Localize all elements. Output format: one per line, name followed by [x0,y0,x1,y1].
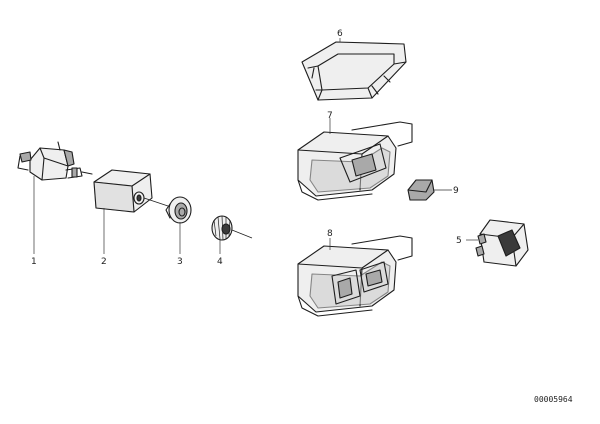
callout-3: 3 [177,257,183,267]
callout-5: 5 [456,236,462,246]
leader-lines [33,176,221,254]
callout-7: 7 [327,111,333,121]
callout-4: 4 [217,257,223,267]
part-7-panel [297,118,413,201]
part-1-switch [17,141,93,181]
part-4-nut [211,215,253,241]
part-5-switch [466,219,529,267]
callout-6: 6 [337,29,343,39]
part-8-panel [297,235,413,317]
callout-1: 1 [31,257,37,267]
part-2-housing [93,169,169,213]
part-6-frame [301,38,407,101]
callout-9: 9 [453,186,459,196]
callout-2: 2 [101,257,107,267]
document-id: 00005964 [534,395,573,404]
part-3-grommet [165,196,192,224]
callout-8: 8 [327,229,333,239]
part-9-cap [407,179,452,201]
